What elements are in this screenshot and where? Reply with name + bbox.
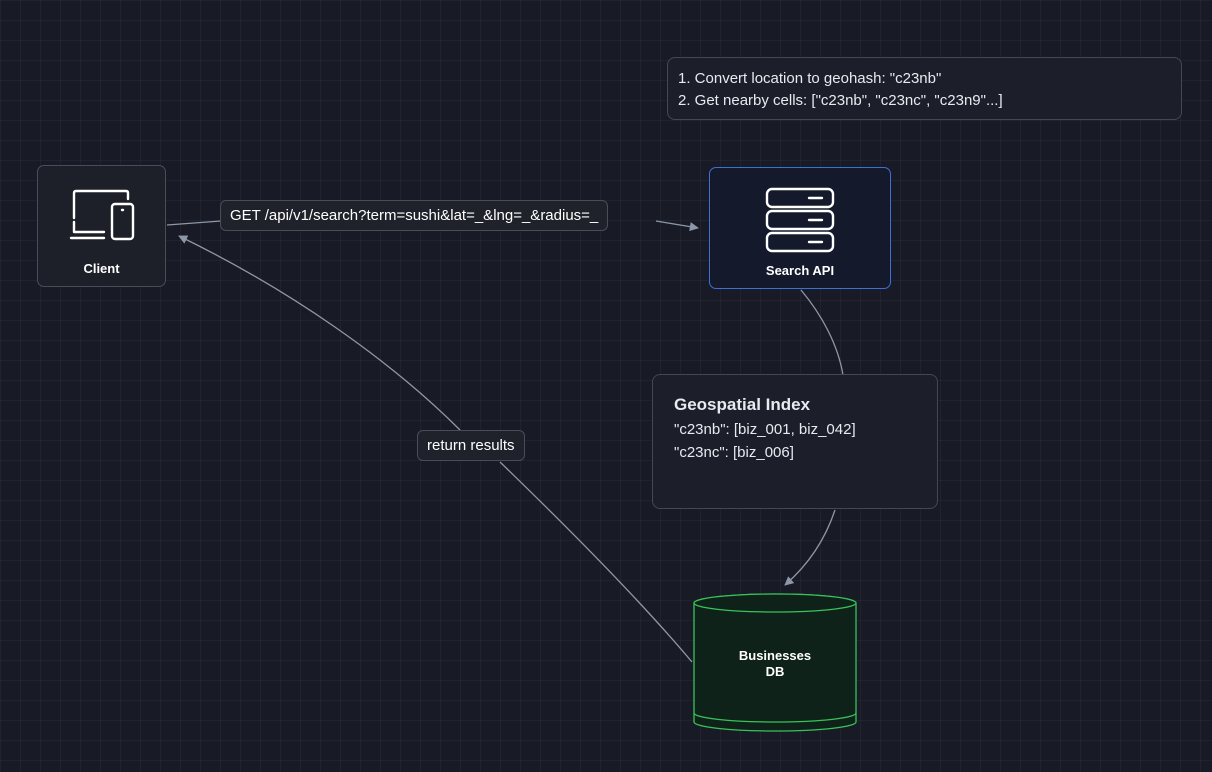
db-top-ellipse <box>693 593 857 613</box>
db-inner-rim <box>693 712 857 723</box>
db-query-edge[interactable] <box>784 509 836 586</box>
geospatial-index-note: Geospatial Index "c23nb": [biz_001, biz_… <box>652 374 938 509</box>
steps-line-2: 2. Get nearby cells: ["c23nb", "c23nc", … <box>678 92 1003 109</box>
index-line-2: "c23nc": [biz_006] <box>674 444 794 461</box>
geohash-steps-note: 1. Convert location to geohash: "c23nb" … <box>667 57 1182 120</box>
search-api-label: Search API <box>765 263 835 278</box>
index-line-1: "c23nb": [biz_001, biz_042] <box>674 421 856 438</box>
client-node[interactable]: Client <box>37 165 166 287</box>
db-label-line-1: Businesses <box>738 648 812 663</box>
return-edge-label[interactable]: return results <box>417 430 525 461</box>
request-edge-label[interactable]: GET /api/v1/search?term=sushi&lat=_&lng=… <box>220 200 609 231</box>
client-label: Client <box>83 261 120 276</box>
request-edge[interactable] <box>166 221 698 228</box>
businesses-db-label: Businesses DB <box>694 648 856 680</box>
return-edge[interactable] <box>179 236 693 663</box>
businesses-db-node[interactable] <box>693 593 857 732</box>
db-label-line-2: DB <box>765 664 785 679</box>
index-title: Geospatial Index <box>674 395 811 414</box>
devices-icon <box>69 189 135 241</box>
server-icon <box>765 187 835 253</box>
index-lookup-edge[interactable] <box>800 289 844 376</box>
steps-line-1: 1. Convert location to geohash: "c23nb" <box>678 70 942 87</box>
search-api-node[interactable]: Search API <box>709 167 891 289</box>
